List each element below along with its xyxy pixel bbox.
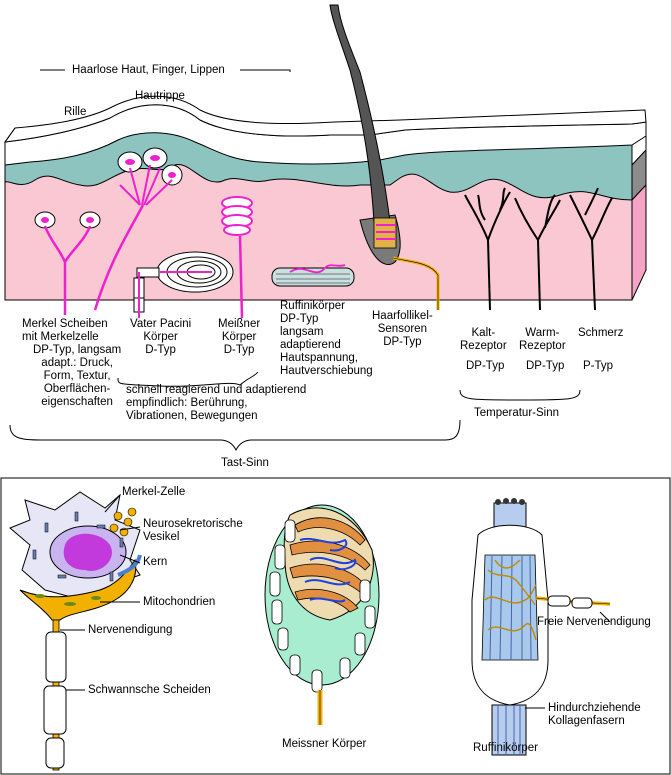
ruffini-body-detail [471,498,611,756]
label-meissner: Meißner Körper D-Typ [218,318,261,356]
meissner-body-detail [264,504,380,725]
skin-surface [3,95,647,143]
hair-shaft [329,4,391,223]
label-kalt-type: DP-Typ [466,360,505,372]
meissner-coil [221,196,253,319]
brackets [9,69,581,452]
label-schwann: Schwannsche Scheiden [88,684,211,696]
label-hautrippe: Hautrippe [135,90,185,102]
ruffini-top [271,264,355,287]
pacini-corpuscle [133,251,234,318]
merkel-discs [34,211,101,315]
label-freie-nervenendigung: Freie Nervenendigung [537,616,651,628]
label-mitochondrien: Mitochondrien [143,596,216,608]
label-meissner-caption: Meissner Körper [282,738,367,750]
label-merkel-zelle: Merkel-Zelle [122,486,186,498]
label-schnell: schnell reagierend und adaptierend empfi… [126,384,307,422]
label-merkel: Merkel Scheiben mit Merkelzelle [22,318,108,343]
label-kalt: Kalt- Rezeptor [460,327,507,352]
label-nervenendigung: Nervenendigung [88,624,173,636]
label-warm-type: DP-Typ [526,360,565,372]
hair-follicle [329,4,440,310]
free-nerve-endings [464,187,613,311]
label-pacini: Vater Pacini Körper D-Typ [130,318,192,356]
label-ruffini-caption: Ruffinikörper [473,742,538,754]
label-ruffini: Ruffinikörper DP-Typ langsam adaptierend… [280,300,373,377]
label-warm: Warm- Rezeptor [519,327,566,352]
label-schmerz: Schmerz [578,327,624,339]
merkel-cell-detail [9,491,142,771]
merkel-nerve [43,225,92,315]
label-vesikel: Neurosekretorische Vesikel [143,518,243,543]
label-kern: Kern [143,556,168,568]
meissner-ridge [93,147,183,311]
skin-side-dermis [631,183,647,301]
label-kollagen: Hindurchziehende Kollagenfasern [548,702,641,727]
label-haarfollikel: Haarfollikel- Sensoren DP-Typ [372,310,433,348]
label-schmerz-type: P-Typ [583,360,614,372]
label-merkel-details: DP-Typ, langsam adapt.: Druck, Form, Tex… [33,344,122,408]
title-haarlose-haut: Haarlose Haut, Finger, Lippen [72,64,225,76]
label-temperatur: Temperatur-Sinn [474,407,560,419]
label-rille: Rille [64,106,87,118]
label-tast: Tast-Sinn [221,457,269,469]
